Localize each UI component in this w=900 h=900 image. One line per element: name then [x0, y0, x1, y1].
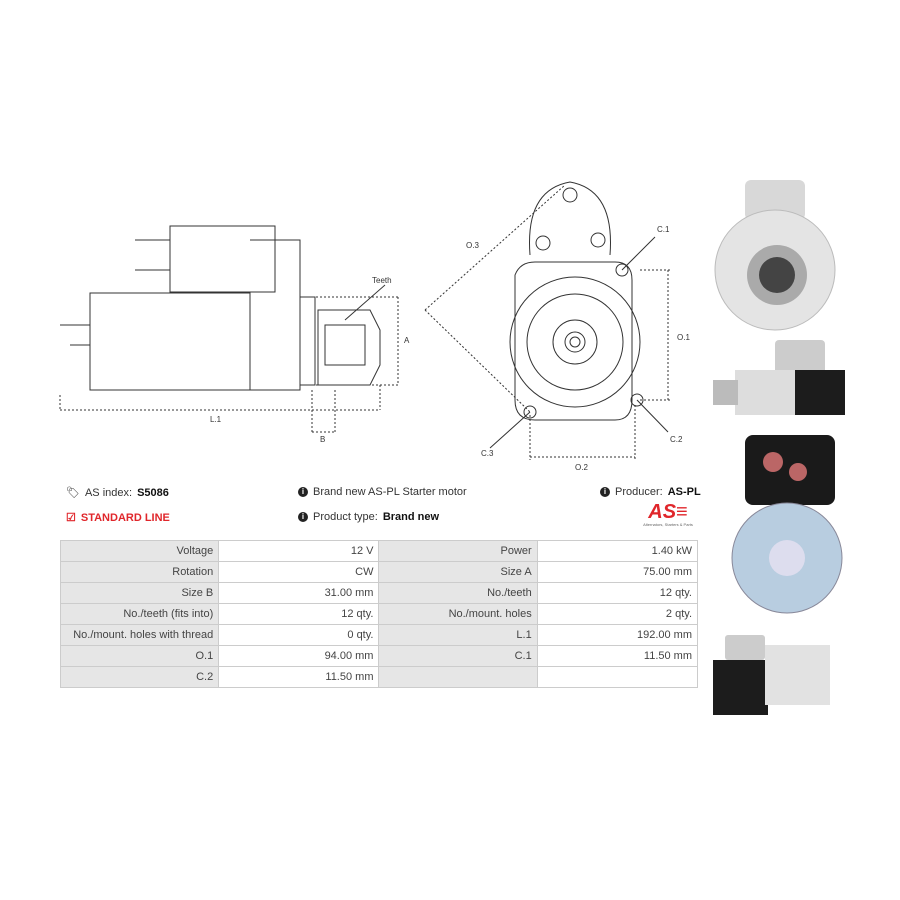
spec-label: Voltage: [59, 540, 220, 562]
label-o1: O.1: [677, 333, 690, 342]
spec-label: No./teeth (fits into): [59, 603, 220, 625]
spec-value: 192.00 mm: [536, 624, 699, 646]
info-icon: i: [298, 487, 308, 497]
spec-label: No./mount. holes with thread: [59, 624, 220, 646]
spec-label: C.1: [378, 645, 538, 667]
label-b: B: [320, 435, 325, 444]
photo-angle: [713, 635, 830, 715]
spec-label: No./teeth: [378, 582, 538, 604]
product-photos: [713, 180, 845, 715]
spec-value: 1.40 kW: [536, 540, 699, 562]
label-c1: C.1: [657, 225, 670, 234]
spec-value: CW: [218, 561, 380, 583]
photo-rear: [731, 435, 843, 614]
spec-value: 11.50 mm: [218, 666, 380, 688]
spec-label: [378, 666, 538, 688]
label-o2: O.2: [575, 463, 588, 472]
front-view: [424, 181, 672, 460]
label-c3: C.3: [481, 449, 494, 458]
spec-value: [536, 666, 699, 688]
spec-label: No./mount. holes: [378, 603, 538, 625]
as-pl-logo: AS≡Alternators, Starters & Parts: [643, 501, 693, 527]
spec-label: C.2: [59, 666, 220, 688]
info-icon: i: [298, 512, 308, 522]
spec-label: Power: [378, 540, 538, 562]
label-a: A: [404, 336, 410, 345]
spec-value: 11.50 mm: [536, 645, 699, 667]
spec-row: No./teeth (fits into)12 qty.No./mount. h…: [59, 603, 699, 625]
label-c2: C.2: [670, 435, 683, 444]
spec-value: 2 qty.: [536, 603, 699, 625]
spec-value: 94.00 mm: [218, 645, 380, 667]
spec-value: 31.00 mm: [218, 582, 380, 604]
label-teeth: Teeth: [372, 276, 392, 285]
label-o3: O.3: [466, 241, 479, 250]
spec-label: O.1: [59, 645, 220, 667]
spec-value: 75.00 mm: [536, 561, 699, 583]
photo-front: [714, 180, 836, 331]
spec-label: Rotation: [59, 561, 220, 583]
info-icon: i: [600, 487, 610, 497]
spec-label: L.1: [378, 624, 538, 646]
spec-label: Size B: [59, 582, 220, 604]
spec-value: 12 qty.: [536, 582, 699, 604]
spec-label: Size A: [378, 561, 538, 583]
checkbox-icon: ☑: [66, 512, 76, 524]
technical-drawing: Teeth A L.1 B O.3 C.1 O.1 C.2 C.3 O.2: [59, 181, 690, 472]
label-l1: L.1: [210, 415, 222, 424]
photo-side: [713, 340, 845, 415]
as-index: 🏷AS index:S5086: [66, 486, 169, 500]
side-view: [59, 225, 400, 433]
tag-icon: 🏷: [66, 487, 80, 499]
spec-value: 12 V: [218, 540, 380, 562]
spec-value: 12 qty.: [218, 603, 380, 625]
spec-value: 0 qty.: [218, 624, 380, 646]
standard-line-badge: ☑STANDARD LINE: [66, 511, 170, 525]
